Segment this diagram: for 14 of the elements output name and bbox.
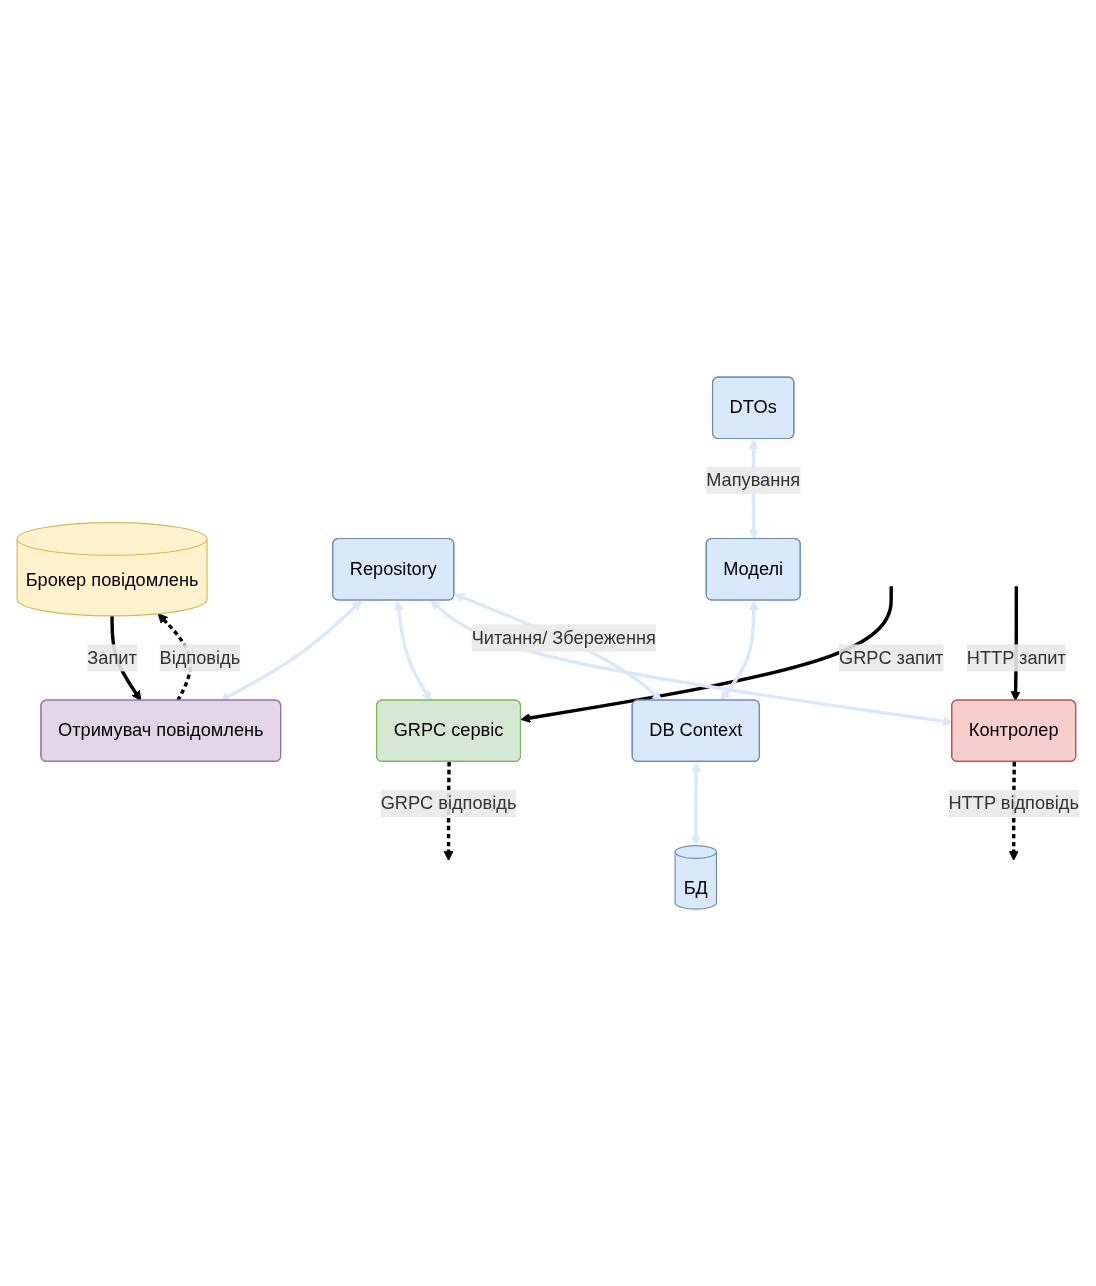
edge-label: Мапування bbox=[706, 470, 801, 490]
arrow bbox=[454, 592, 663, 701]
edge-label: GRPC запит bbox=[838, 647, 944, 667]
arrow bbox=[690, 761, 702, 846]
edge-label: HTTP запит bbox=[966, 647, 1066, 667]
arrow bbox=[219, 600, 362, 701]
arrow bbox=[520, 586, 893, 723]
edge-label: HTTP відповідь bbox=[948, 793, 1079, 813]
arrow bbox=[393, 600, 432, 701]
edge-label: GRPC відповідь bbox=[380, 793, 517, 813]
arrow bbox=[720, 600, 759, 701]
edge-label: Запит bbox=[87, 647, 137, 667]
edge-label: Відповідь bbox=[159, 647, 241, 667]
edge-label: Читання/ Збереження bbox=[471, 627, 656, 647]
